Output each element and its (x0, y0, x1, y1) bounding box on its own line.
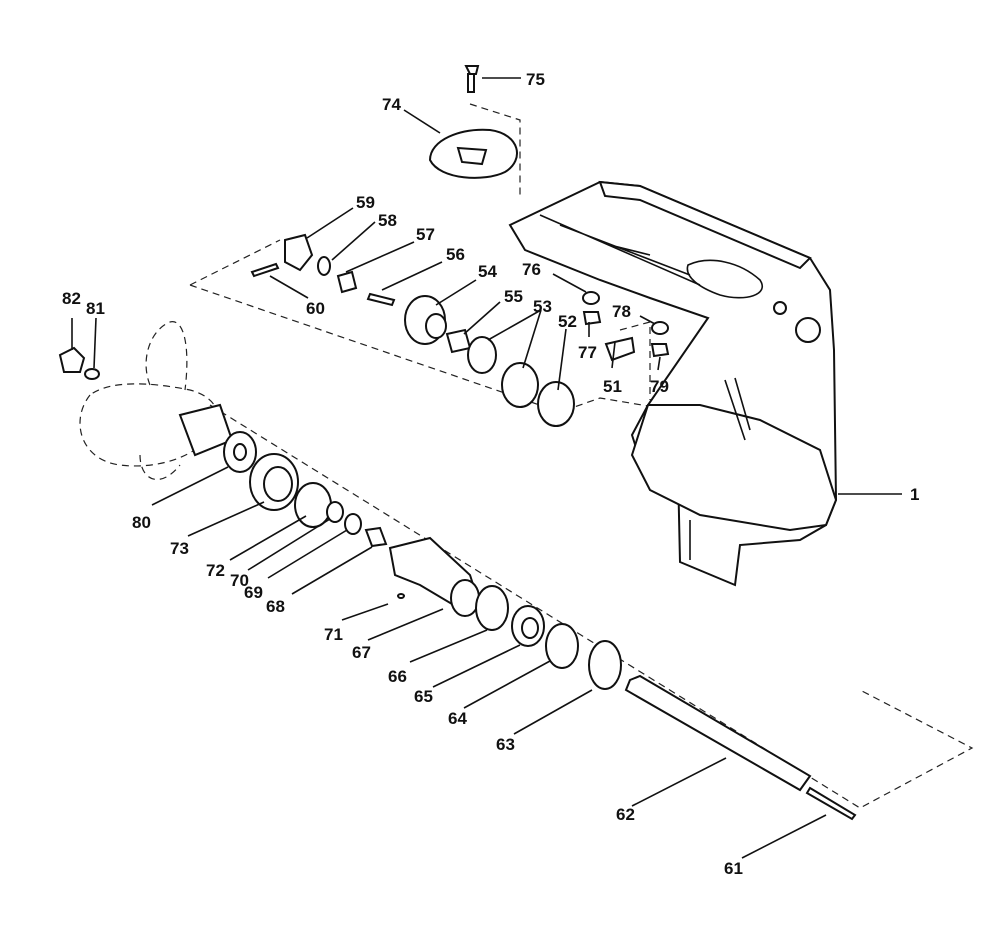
callout-68: 68 (266, 597, 285, 616)
callout-labels: 1 51 52 53 54 55 56 57 58 59 60 61 62 63… (62, 70, 919, 878)
callout-80: 80 (132, 513, 151, 532)
callout-79: 79 (650, 377, 669, 396)
callout-58: 58 (378, 211, 397, 230)
callout-82: 82 (62, 289, 81, 308)
callout-62: 62 (616, 805, 635, 824)
callout-81: 81 (86, 299, 105, 318)
callout-64: 64 (448, 709, 467, 728)
callout-78: 78 (612, 302, 631, 321)
callout-59: 59 (356, 193, 375, 212)
callout-55: 55 (504, 287, 523, 306)
callout-54: 54 (478, 262, 497, 281)
assembly-guide-lines (189, 103, 974, 809)
callout-72: 72 (206, 561, 225, 580)
callout-66: 66 (388, 667, 407, 686)
callout-52: 52 (558, 312, 577, 331)
callout-60: 60 (306, 299, 325, 318)
callout-77: 77 (578, 343, 597, 362)
callout-56: 56 (446, 245, 465, 264)
callout-51: 51 (603, 377, 622, 396)
callout-61: 61 (724, 859, 743, 878)
callout-65: 65 (414, 687, 433, 706)
callout-67: 67 (352, 643, 371, 662)
callout-71: 71 (324, 625, 343, 644)
callout-63: 63 (496, 735, 515, 754)
callout-53: 53 (533, 297, 552, 316)
callout-75: 75 (526, 70, 545, 89)
gear-housing (508, 180, 838, 587)
callout-69: 69 (244, 583, 263, 602)
propeller (79, 321, 234, 480)
callout-leader-lines (71, 77, 902, 859)
callout-74: 74 (382, 95, 401, 114)
callout-70: 70 (230, 571, 249, 590)
callout-73: 73 (170, 539, 189, 558)
hardware-parts (58, 65, 857, 821)
callout-76: 76 (522, 260, 541, 279)
callout-57: 57 (416, 225, 435, 244)
callout-1: 1 (910, 485, 919, 504)
